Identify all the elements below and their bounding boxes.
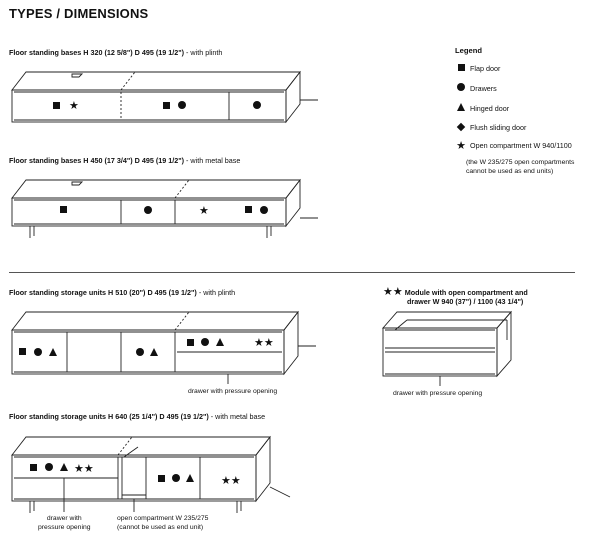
square-icon	[60, 206, 67, 213]
legend-note: (the W 235/275 open compartments cannot …	[466, 159, 575, 175]
square-icon	[457, 64, 465, 71]
circle-icon	[457, 83, 465, 91]
circle-icon	[34, 348, 42, 356]
drawer-note-510: drawer with pressure opening	[188, 388, 278, 395]
triangle-icon	[216, 338, 224, 346]
star-icon: ★	[69, 100, 79, 112]
circle-icon	[172, 474, 180, 482]
legend-title: Legend	[455, 46, 483, 55]
circle-icon	[178, 101, 186, 109]
circle-icon	[260, 206, 268, 214]
double-star-icon: ★★	[254, 337, 274, 349]
square-icon	[158, 475, 165, 482]
drawer-note-module: drawer with pressure opening	[393, 390, 483, 397]
square-icon	[30, 464, 37, 471]
drawing-module	[382, 310, 512, 386]
triangle-icon	[150, 348, 158, 356]
caption-base-320: Floor standing bases H 320 (12 5/8") D 4…	[9, 48, 223, 57]
caption-storage-510: Floor standing storage units H 510 (20")…	[9, 288, 236, 297]
star-icon: ★	[456, 139, 466, 152]
caption-module-line2: drawer W 940 (37") / 1100 (43 1/4")	[407, 297, 524, 306]
caption-base-450: Floor standing bases H 450 (17 3/4") D 4…	[9, 156, 241, 165]
circle-icon	[253, 101, 261, 109]
caption-module: ★★ Module with open compartment and	[383, 286, 528, 298]
circle-icon	[136, 348, 144, 356]
section-divider	[9, 272, 575, 273]
legend-item-hinged-door: Hinged door	[455, 103, 585, 113]
page-title: TYPES / DIMENSIONS	[9, 6, 149, 21]
drawing-storage-510	[11, 310, 316, 384]
caption-storage-640: Floor standing storage units H 640 (25 1…	[9, 412, 266, 421]
drawer-note-640: drawer with pressure opening	[38, 515, 91, 531]
open-compartment-note-640: open compartment W 235/275 (cannot be us…	[117, 515, 209, 531]
drawing-base-450	[11, 178, 318, 238]
legend-item-drawers: Drawers	[455, 83, 585, 93]
triangle-icon	[49, 348, 57, 356]
circle-icon	[201, 338, 209, 346]
circle-icon	[45, 463, 53, 471]
drawing-base-320	[11, 70, 318, 124]
square-icon	[19, 348, 26, 355]
triangle-icon	[457, 103, 465, 111]
legend-item-flush-sliding-door: Flush sliding door	[455, 122, 585, 132]
legend-item-flap-door: Flap door	[455, 64, 585, 73]
double-star-icon: ★★	[74, 463, 94, 475]
legend-item-open-compartment: ★ Open compartment W 940/1100	[456, 139, 572, 152]
square-icon	[187, 339, 194, 346]
triangle-icon	[186, 474, 194, 482]
double-star-icon: ★★	[383, 286, 403, 298]
square-icon	[163, 102, 170, 109]
drawing-storage-640	[11, 435, 291, 513]
legend: Legend Flap door Drawers Hinged door Flu…	[455, 46, 585, 176]
star-icon: ★	[199, 205, 209, 217]
double-star-icon: ★★	[221, 475, 241, 487]
circle-icon	[144, 206, 152, 214]
square-icon	[53, 102, 60, 109]
triangle-icon	[60, 463, 68, 471]
square-icon	[245, 206, 252, 213]
